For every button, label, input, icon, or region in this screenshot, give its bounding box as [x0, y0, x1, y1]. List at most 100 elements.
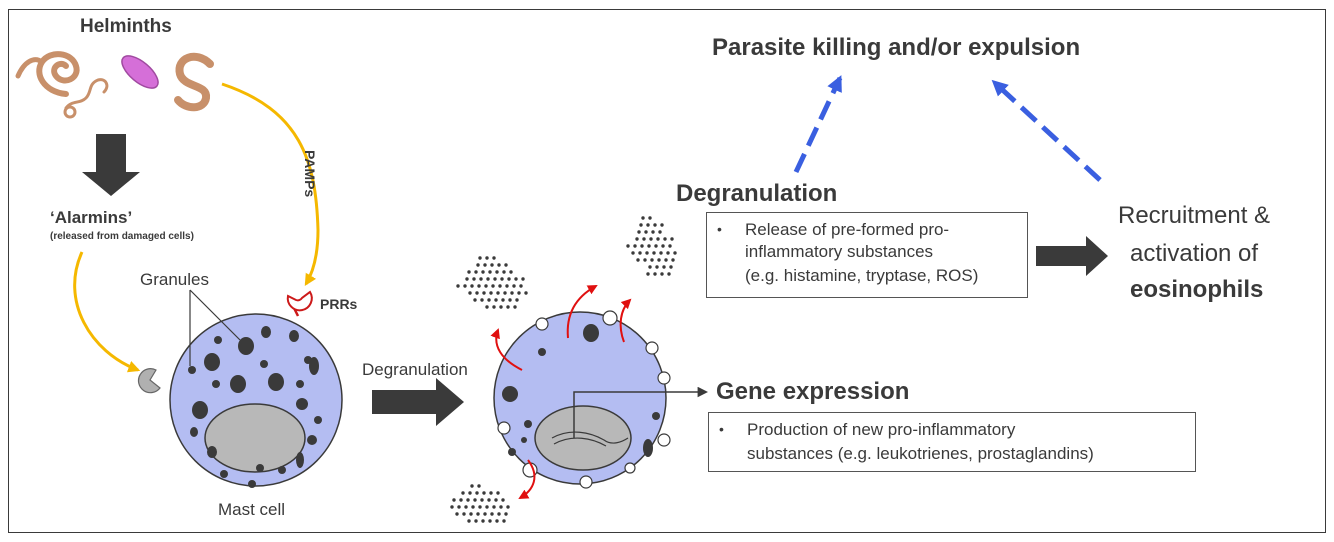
mediator-dot	[469, 512, 473, 516]
gene-box-line-1: Production of new pro-inflammatory	[747, 420, 1016, 439]
mediator-dot	[492, 505, 496, 509]
mediator-dot	[650, 258, 654, 262]
mediator-dot	[457, 505, 461, 509]
mediator-dot	[477, 484, 481, 488]
mediator-dot	[660, 272, 664, 276]
mediator-dot	[487, 298, 491, 302]
mediator-dot	[499, 305, 503, 309]
mediator-dot	[521, 277, 525, 281]
mediator-dot	[473, 298, 477, 302]
released-mediator-dots	[450, 216, 677, 523]
mediator-dot	[673, 251, 677, 255]
prrs-label: PRRs	[320, 296, 358, 312]
mediator-dot	[452, 498, 456, 502]
mediator-dot	[661, 244, 665, 248]
mediator-dot	[494, 498, 498, 502]
mediator-dot	[473, 498, 477, 502]
mediator-dot	[493, 277, 497, 281]
mediator-dot	[450, 505, 454, 509]
mediator-dot	[641, 216, 645, 220]
alarmins-note: (released from damaged cells)	[50, 231, 194, 242]
mediator-dot	[637, 230, 641, 234]
mediator-dot	[513, 305, 517, 309]
mediator-dot	[488, 270, 492, 274]
mediator-dot	[497, 263, 501, 267]
mediator-dot	[514, 277, 518, 281]
mediator-dot	[506, 505, 510, 509]
mediator-dot	[669, 265, 673, 269]
mediator-dot	[506, 305, 510, 309]
mediator-dot	[524, 291, 528, 295]
mediator-dot	[658, 230, 662, 234]
granules-label: Granules	[140, 270, 209, 289]
mediator-dot	[463, 284, 467, 288]
mediator-dot	[475, 291, 479, 295]
gene-expression-box: • Production of new pro-inflammatory sub…	[708, 412, 1196, 472]
mediator-dot	[487, 498, 491, 502]
prr-receptor	[286, 290, 313, 312]
mediator-dot	[640, 244, 644, 248]
mediator-dot	[485, 256, 489, 260]
mediator-dot	[671, 258, 675, 262]
mediator-dot	[498, 284, 502, 288]
mediator-dot	[642, 237, 646, 241]
gene-expression-heading: Gene expression	[716, 378, 910, 405]
mast-cell-left	[137, 289, 343, 488]
mediator-dot	[489, 291, 493, 295]
down-block-arrow	[82, 134, 140, 196]
release-arrow-3	[619, 298, 632, 343]
mediator-dot	[485, 305, 489, 309]
fluke	[121, 55, 159, 89]
mediator-dot	[492, 305, 496, 309]
mediator-dot	[467, 519, 471, 523]
mediator-dot	[494, 298, 498, 302]
mediator-dot	[515, 298, 519, 302]
mediator-dot	[496, 291, 500, 295]
mediator-dot	[468, 291, 472, 295]
mediator-dot	[482, 491, 486, 495]
mediator-dot	[490, 512, 494, 516]
bullet: •	[719, 421, 724, 437]
mediator-dot	[648, 216, 652, 220]
pamps-label: PAMPs	[302, 150, 318, 198]
mediator-dot	[462, 512, 466, 516]
mediator-dot	[470, 484, 474, 488]
mediator-dot	[502, 519, 506, 523]
mediator-dot	[492, 256, 496, 260]
mediator-dot	[646, 272, 650, 276]
mediator-dot	[489, 491, 493, 495]
mediator-dot	[509, 270, 513, 274]
mediator-dot	[653, 272, 657, 276]
to-eosinophils-block-arrow	[1036, 236, 1108, 276]
mediator-dot	[478, 256, 482, 260]
mediator-dot	[660, 223, 664, 227]
mediator-dot	[481, 519, 485, 523]
mediator-dot	[478, 505, 482, 509]
mediator-dot	[496, 491, 500, 495]
mediator-dot	[456, 284, 460, 288]
mediator-dot	[636, 258, 640, 262]
mrna-strand-1	[551, 431, 629, 444]
eosinophils-line-3: eosinophils	[1130, 276, 1264, 303]
mediator-dot	[643, 258, 647, 262]
mediator-dot	[466, 498, 470, 502]
helminths-label: Helminths	[80, 16, 172, 37]
worm-thin	[64, 78, 109, 110]
mediator-dot	[474, 270, 478, 274]
mediator-dot	[477, 284, 481, 288]
mediator-dot	[482, 291, 486, 295]
mediator-dot	[480, 298, 484, 302]
release-arrow-1	[490, 328, 523, 371]
mediator-dot	[490, 263, 494, 267]
mediator-dot	[635, 237, 639, 241]
alarmins-arrow	[73, 251, 141, 373]
mediator-dot	[638, 251, 642, 255]
blue-dashed-arrow-right	[991, 79, 1102, 182]
mediator-dot	[475, 491, 479, 495]
mediator-dot	[517, 291, 521, 295]
mediator-dot	[657, 258, 661, 262]
mediator-dot	[501, 298, 505, 302]
mediator-dot	[497, 512, 501, 516]
